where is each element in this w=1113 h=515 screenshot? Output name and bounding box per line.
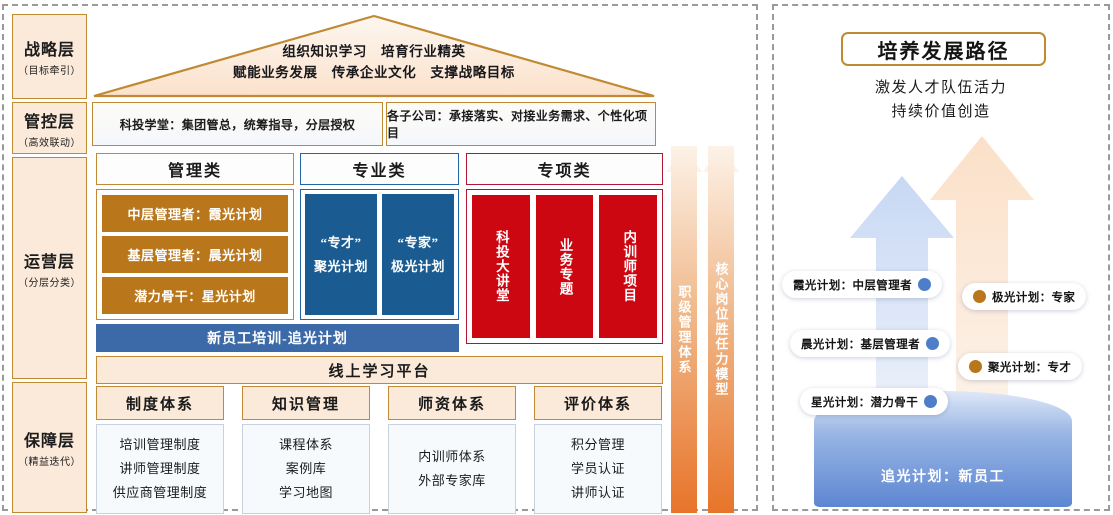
layer-label-strategy-sub: （目标牵引） (18, 66, 81, 77)
management-program-item: 基层管理者：晨光计划 (102, 236, 288, 273)
special-program-item: 内训师项目 (599, 195, 658, 338)
support-item: 积分管理 (570, 436, 625, 452)
support-column-body: 内训师体系 外部专家库 (388, 424, 516, 514)
special-program-item: 科投大讲堂 (472, 195, 530, 338)
layer-label-operation: 运营层 （分层分类） (12, 157, 87, 379)
support-item: 内训师体系 (418, 448, 486, 464)
layer-label-strategy: 战略层 （目标牵引） (12, 14, 87, 99)
category-header-professional: 专业类 (300, 153, 459, 185)
support-item: 培训管理制度 (119, 436, 201, 452)
path-pill-label: 极光计划：专家 (992, 291, 1076, 304)
layer-label-support-main: 保障层 (23, 433, 75, 450)
layer-label-control-main: 管控层 (23, 113, 75, 131)
roof-slogan: 组织知识学习 培育行业精英 赋能业务发展 传承企业文化 支撑战略目标 (92, 42, 656, 84)
path-pill-juguang: 聚光计划：专才 (958, 353, 1083, 380)
layer-label-control-sub: （高效联动） (18, 137, 81, 149)
support-column-header: 知识管理 (242, 386, 370, 420)
path-pill-xiaguang: 霞光计划：中层管理者 (782, 271, 942, 298)
roof-triangle-icon (93, 14, 655, 98)
support-item: 课程体系 (278, 436, 333, 452)
support-column-body: 积分管理 学员认证 讲师认证 (534, 424, 662, 514)
support-column-body: 培训管理制度 讲师管理制度 供应商管理制度 (96, 424, 224, 514)
support-item: 讲师管理制度 (119, 460, 201, 476)
support-column-evaluation: 评价体系 积分管理 学员认证 讲师认证 (534, 386, 662, 514)
category-header-management: 管理类 (96, 153, 294, 185)
layer-label-support-sub: （精益迭代） (18, 457, 81, 468)
path-pill-dot-icon (918, 278, 931, 291)
development-path-title: 培养发展路径 (841, 32, 1046, 66)
talent-base-label: 追光计划：新员工 (881, 470, 1005, 485)
new-employee-training-bar: 新员工培训-追光计划 (96, 324, 459, 352)
support-column-system: 制度体系 培训管理制度 讲师管理制度 供应商管理制度 (96, 386, 224, 514)
management-program-item: 中层管理者：霞光计划 (102, 195, 288, 232)
professional-program-group: “专才” 聚光计划 “专家” 极光计划 (300, 189, 459, 320)
layer-label-operation-sub: （分层分类） (18, 277, 81, 289)
path-pill-dot-icon (924, 395, 938, 408)
path-pill-dot-icon (969, 360, 982, 373)
path-pill-label: 霞光计划：中层管理者 (793, 279, 912, 292)
support-item: 讲师认证 (570, 485, 625, 501)
path-pill-xingguang: 星光计划：潜力骨干 (800, 388, 949, 415)
support-item: 外部专家库 (418, 473, 486, 488)
layer-label-control: 管控层 （高效联动） (12, 102, 87, 154)
development-path-subtitle: 激发人才队伍活力 持续价值创造 (774, 76, 1108, 124)
online-learning-platform-bar: 线上学习平台 (96, 356, 663, 384)
professional-program-item: “专家” 极光计划 (382, 194, 454, 315)
control-box-group-hq: 科投学堂：集团管总，统筹指导，分层授权 (92, 102, 383, 146)
roof-shape: 组织知识学习 培育行业精英 赋能业务发展 传承企业文化 支撑战略目标 (92, 14, 656, 98)
training-system-panel: 战略层 （目标牵引） 管控层 （高效联动） 运营层 （分层分类） 保障层 （精益… (2, 4, 758, 514)
management-program-group: 中层管理者：霞光计划 基层管理者：晨光计划 潜力骨干：星光计划 (96, 189, 294, 320)
control-box-subsidiaries: 各子公司：承接落实、对接业务需求、个性化项目 (386, 102, 656, 146)
professional-item-program: 极光计划 (390, 258, 445, 274)
path-pill-label: 晨光计划：基层管理者 (801, 338, 920, 351)
layer-label-support: 保障层 （精益迭代） (12, 382, 87, 513)
support-column-body: 课程体系 案例库 学习地图 (242, 424, 370, 514)
roof-slogan-line2: 赋能业务发展 传承企业文化 支撑战略目标 (233, 64, 515, 80)
path-pill-jiguang: 极光计划：专家 (962, 283, 1087, 310)
support-column-header: 评价体系 (534, 386, 662, 420)
professional-item-program: 聚光计划 (313, 258, 368, 274)
support-item: 案例库 (285, 460, 327, 476)
roof-slogan-line1: 组织知识学习 培育行业精英 (282, 44, 466, 59)
path-pill-label: 星光计划：潜力骨干 (811, 396, 919, 409)
layer-label-strategy-main: 战略层 (23, 42, 75, 59)
path-pill-dot-icon (926, 337, 939, 350)
layer-label-operation-main: 运营层 (23, 253, 75, 271)
development-path-subtitle-line2: 持续价值创造 (891, 104, 991, 120)
professional-item-title: “专才” (320, 235, 362, 251)
pillar-core-competency-model: 核心岗位胜任力模型 (708, 146, 734, 513)
pillar-rank-management-system: 职级管理体系 (671, 146, 697, 513)
support-column-header: 制度体系 (96, 386, 224, 420)
path-pill-dot-icon (973, 290, 986, 303)
path-pill-chenguang: 晨光计划：基层管理者 (790, 330, 950, 357)
support-column-header: 师资体系 (388, 386, 516, 420)
support-item: 学习地图 (278, 485, 333, 501)
professional-program-item: “专才” 聚光计划 (305, 194, 377, 315)
category-header-special: 专项类 (466, 153, 663, 185)
support-item: 供应商管理制度 (112, 485, 208, 501)
special-program-group: 科投大讲堂 业务专题 内训师项目 (466, 189, 663, 344)
path-pill-label: 聚光计划：专才 (988, 361, 1072, 374)
support-column-knowledge: 知识管理 课程体系 案例库 学习地图 (242, 386, 370, 514)
blue-growth-arrow-icon (842, 176, 962, 431)
support-column-faculty: 师资体系 内训师体系 外部专家库 (388, 386, 516, 514)
management-program-item: 潜力骨干：星光计划 (102, 277, 288, 314)
development-path-subtitle-line1: 激发人才队伍活力 (874, 80, 1007, 96)
professional-item-title: “专家” (397, 235, 439, 251)
development-path-panel: 培养发展路径 激发人才队伍活力 持续价值创造 (772, 4, 1110, 511)
special-program-item: 业务专题 (535, 195, 594, 338)
support-item: 学员认证 (570, 460, 625, 476)
